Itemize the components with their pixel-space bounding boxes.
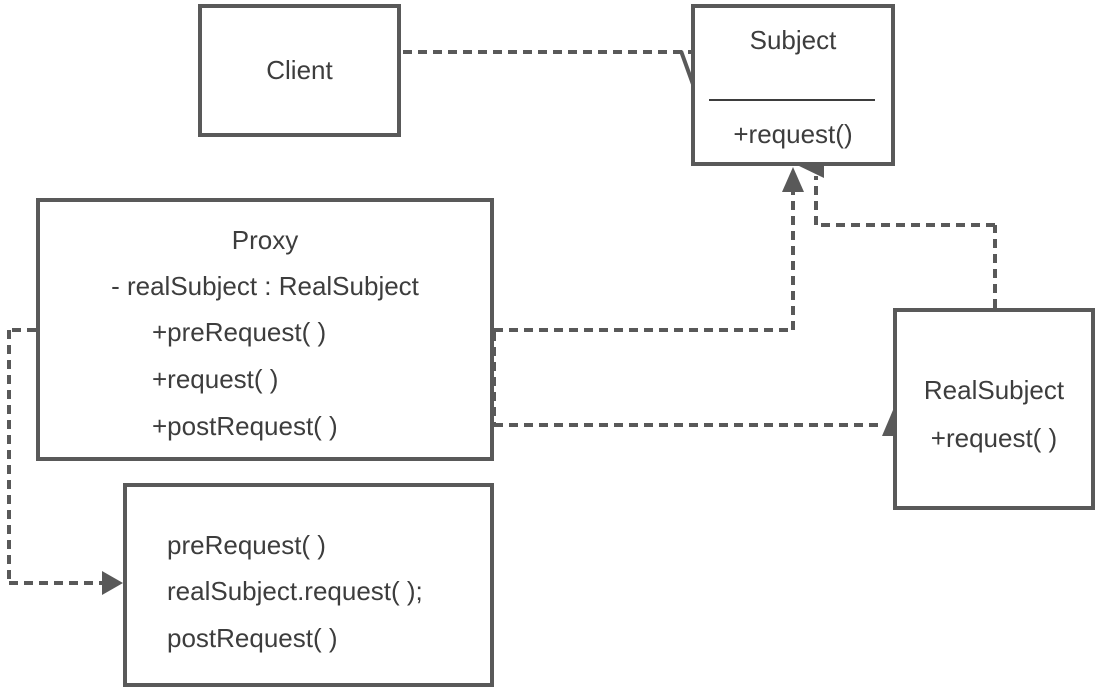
method-proxy-postrequest: +postRequest( ) <box>152 411 338 441</box>
code-note-box: preRequest( ) realSubject.request( ); po… <box>123 483 494 687</box>
class-box-subject: Subject +request() <box>691 4 895 166</box>
connector-proxy-subject <box>494 167 804 332</box>
note-line-realsubject-request: realSubject.request( ); <box>167 576 423 606</box>
triangle-arrowhead-icon <box>102 571 123 595</box>
method-subject-request: +request() <box>733 119 853 149</box>
class-box-realsubject: RealSubject +request( ) <box>893 308 1095 510</box>
class-name-subject: Subject <box>749 25 837 55</box>
class-box-client: Client <box>198 4 401 137</box>
connector-client-subject <box>403 50 703 94</box>
class-name-realsubject: RealSubject <box>923 375 1065 405</box>
class-name-client: Client <box>266 55 333 85</box>
note-line-prerequest: preRequest( ) <box>167 530 326 560</box>
connector-proxy-note <box>7 328 123 595</box>
section-divider <box>709 99 875 101</box>
attribute-proxy-realsubject: - realSubject : RealSubject <box>111 271 419 301</box>
method-proxy-request: +request( ) <box>152 364 279 394</box>
note-line-postrequest: postRequest( ) <box>167 623 338 653</box>
method-realsubject-request: +request( ) <box>930 423 1058 453</box>
connector-realsubject-subject <box>797 152 997 308</box>
class-name-proxy: Proxy <box>231 225 299 255</box>
connector-proxy-realsubject <box>494 410 904 436</box>
class-box-proxy: Proxy - realSubject : RealSubject +preRe… <box>36 198 494 461</box>
triangle-arrowhead-icon <box>782 167 804 192</box>
method-proxy-prerequest: +preRequest( ) <box>152 317 327 347</box>
